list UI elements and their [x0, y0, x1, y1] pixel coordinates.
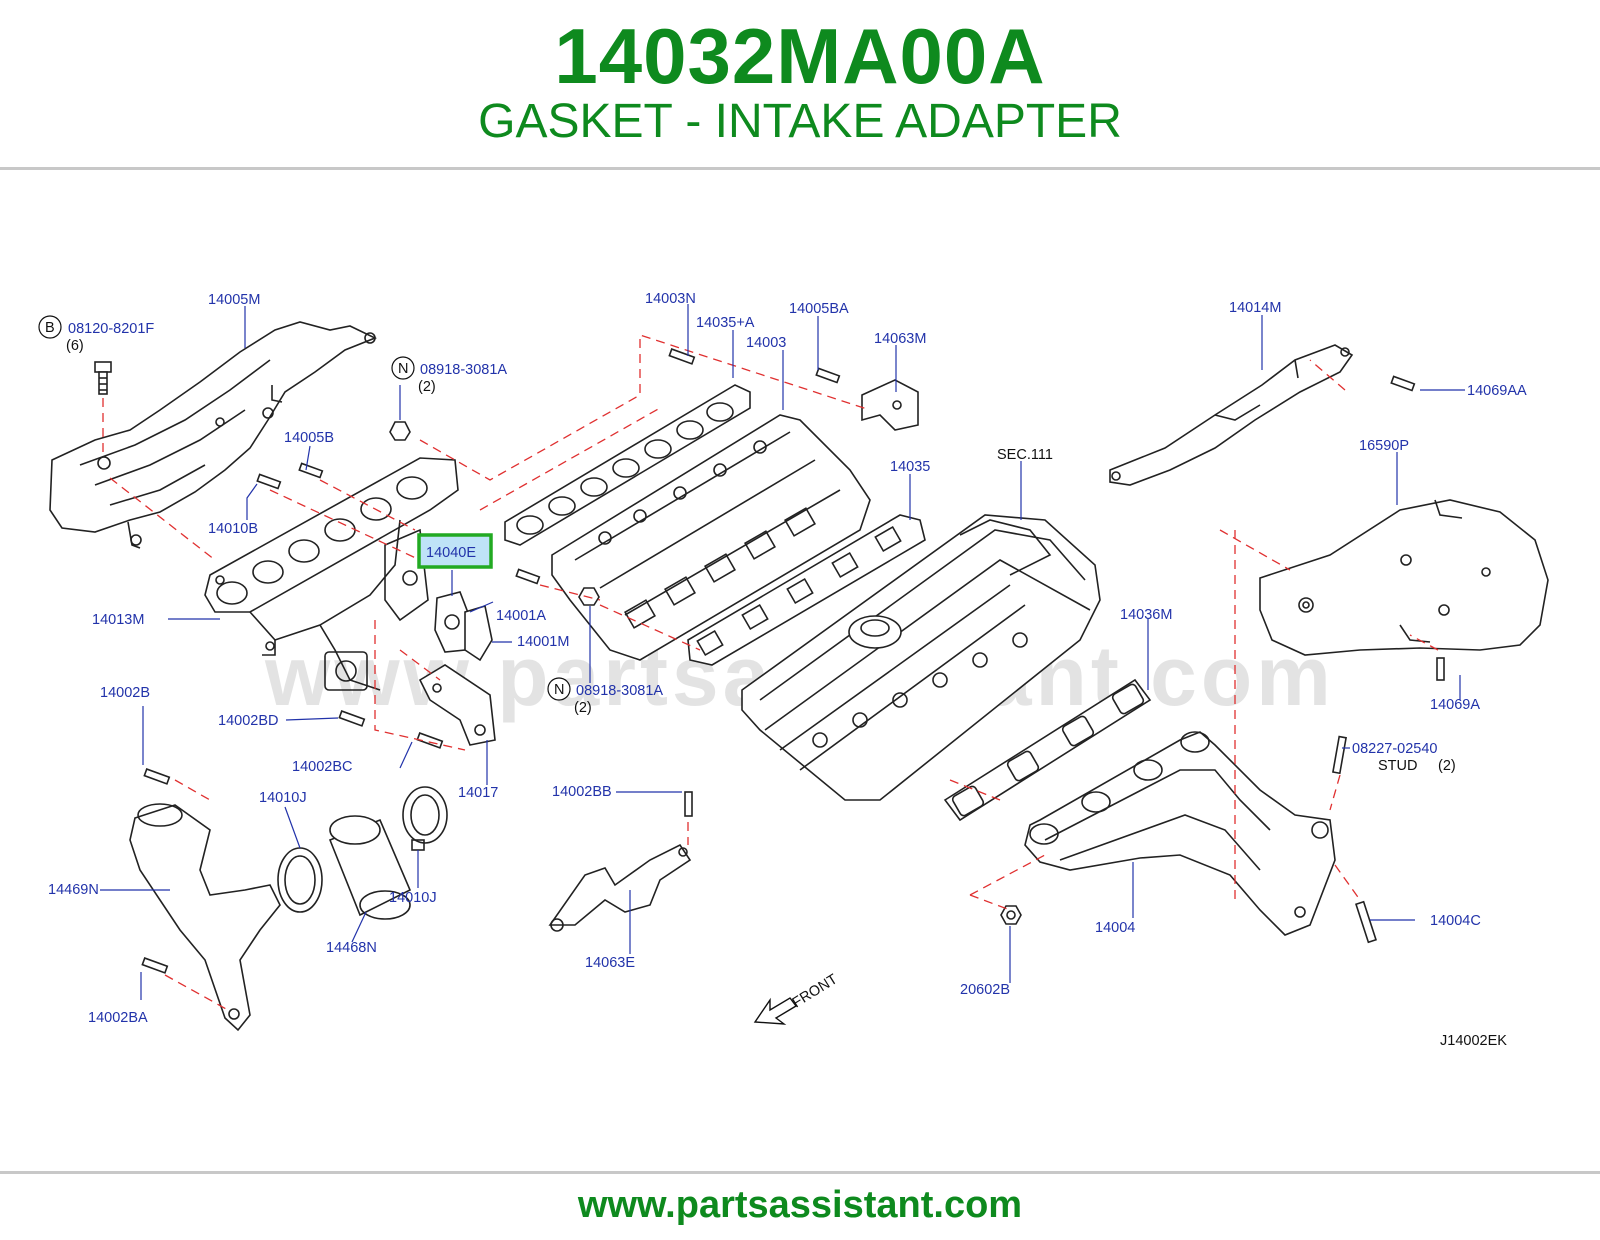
callout-08918-3081a-mid[interactable]: N 08918-3081A (2): [547, 677, 663, 716]
heat-shield-14005m-drawing: [49, 321, 377, 549]
drawing-id: J14002EK: [1440, 1033, 1507, 1049]
front-direction-indicator: FRONT: [753, 971, 841, 1025]
label-14069a[interactable]: 14069A: [1430, 697, 1480, 713]
footer-divider: [0, 1171, 1600, 1174]
label-14005b[interactable]: 14005B: [284, 430, 334, 446]
bracket-14063m-drawing: [861, 379, 919, 431]
nut-20602b-drawing: [1000, 905, 1022, 925]
diagram-canvas: www.partsassistant.com: [38, 291, 1549, 1049]
bracket-14063e-drawing: [548, 843, 692, 932]
exhaust-manifold-14004-drawing: [1024, 731, 1336, 936]
callout-08918-3081a-top[interactable]: N 08918-3081A (2): [391, 356, 507, 395]
callout-stud-08227-02540[interactable]: 08227-02540 STUD (2): [1352, 741, 1456, 774]
hose-clamp-14010j-right-drawing: [402, 786, 448, 851]
heat-shield-16590p-drawing: [1259, 499, 1549, 656]
label-sec-111[interactable]: SEC.111: [997, 447, 1053, 463]
highlighted-part-callout[interactable]: 14040E: [417, 533, 493, 569]
intake-manifold-14003-drawing: [551, 414, 871, 661]
part-number-title: 14032MA00A: [554, 12, 1046, 100]
bolt-08120-8201f-drawing: [94, 361, 112, 395]
stud-08227-02540-drawing: [1332, 735, 1348, 775]
page-header: 14032MA00A GASKET - INTAKE ADAPTER: [0, 0, 1600, 168]
label-14002b[interactable]: 14002B: [100, 685, 150, 701]
label-14017[interactable]: 14017: [458, 785, 498, 801]
marker-n-letter: N: [398, 361, 408, 377]
label-14004c[interactable]: 14004C: [1430, 913, 1481, 929]
label-14063e[interactable]: 14063E: [585, 955, 635, 971]
label-14002ba[interactable]: 14002BA: [88, 1010, 148, 1026]
label-14035[interactable]: 14035: [890, 459, 930, 475]
label-20602b[interactable]: 20602B: [960, 982, 1010, 998]
exhaust-gasket-14036m-drawing: [943, 678, 1152, 822]
label-08918-3081a-top[interactable]: 08918-3081A: [420, 362, 507, 378]
marker-n-icon: [547, 677, 571, 701]
label-14004[interactable]: 14004: [1095, 920, 1135, 936]
bolt-small-drawings: [141, 348, 1445, 974]
label-14010j-left[interactable]: 14010J: [259, 790, 307, 806]
hose-14468n-drawing: [328, 815, 412, 920]
label-14010b[interactable]: 14010B: [208, 521, 258, 537]
callout-08120-8201f[interactable]: B 08120-8201F (6): [38, 315, 154, 354]
label-14040e[interactable]: 14040E: [426, 545, 476, 561]
gasket-14040e-drawing: [434, 591, 493, 662]
label-08227-02540[interactable]: 08227-02540: [1352, 741, 1437, 757]
label-14001a[interactable]: 14001A: [496, 608, 546, 624]
label-14005m[interactable]: 14005M: [208, 292, 260, 308]
manifold-gasket-14035a-drawing: [504, 384, 751, 546]
leader-lines: [100, 304, 1465, 1000]
label-14063m[interactable]: 14063M: [874, 331, 926, 347]
bracket-14017-drawing: [418, 664, 496, 746]
label-14002bd[interactable]: 14002BD: [218, 713, 278, 729]
intake-manifold-14013m-drawing: [204, 457, 459, 691]
label-14469n[interactable]: 14469N: [48, 882, 99, 898]
hose-clamp-14010j-left-drawing: [277, 847, 323, 913]
qty-stud: (2): [1438, 758, 1456, 774]
cylinder-head-drawing: [741, 514, 1101, 801]
label-08120-8201f[interactable]: 08120-8201F: [68, 321, 154, 337]
marker-b-icon: [38, 315, 62, 339]
assembly-lines: [164, 334, 1439, 1011]
marker-n-icon: [391, 356, 415, 380]
inlet-pipe-14469n-drawing: [129, 803, 281, 1032]
label-14468n[interactable]: 14468N: [326, 940, 377, 956]
label-08918-3081a-mid[interactable]: 08918-3081A: [576, 683, 663, 699]
front-label: FRONT: [790, 971, 841, 1011]
footer-url[interactable]: www.partsassistant.com: [577, 1184, 1023, 1226]
label-14003n[interactable]: 14003N: [645, 291, 696, 307]
marker-b-letter: B: [45, 320, 55, 336]
highlight-box: [417, 533, 493, 569]
marker-n-letter: N: [554, 682, 564, 698]
label-14014m[interactable]: 14014M: [1229, 300, 1281, 316]
label-14002bc[interactable]: 14002BC: [292, 759, 352, 775]
label-14002bb[interactable]: 14002BB: [552, 784, 612, 800]
label-16590p[interactable]: 16590P: [1359, 438, 1409, 454]
label-14005ba[interactable]: 14005BA: [789, 301, 849, 317]
label-14069aa[interactable]: 14069AA: [1467, 383, 1527, 399]
header-divider: [0, 167, 1600, 170]
label-14001m[interactable]: 14001M: [517, 634, 569, 650]
exploded-parts-diagram: www.partsassistant.com: [0, 172, 1600, 1168]
stud-description: STUD: [1378, 758, 1417, 774]
label-14003[interactable]: 14003: [746, 335, 786, 351]
qty-08918-3081a-mid: (2): [574, 700, 592, 716]
label-14035a[interactable]: 14035+A: [696, 315, 755, 331]
front-arrow-icon: [753, 997, 798, 1025]
manifold-gasket-14035-drawing: [687, 514, 926, 666]
label-14013m[interactable]: 14013M: [92, 612, 144, 628]
qty-08120-8201f: (6): [66, 338, 84, 354]
heat-shield-14014m-drawing: [1109, 344, 1354, 486]
part-name-subtitle: GASKET - INTAKE ADAPTER: [478, 95, 1122, 148]
label-14036m[interactable]: 14036M: [1120, 607, 1172, 623]
stud-14004c-drawing: [1355, 900, 1377, 944]
label-14010j-right[interactable]: 14010J: [389, 890, 437, 906]
qty-08918-3081a-top: (2): [418, 379, 436, 395]
